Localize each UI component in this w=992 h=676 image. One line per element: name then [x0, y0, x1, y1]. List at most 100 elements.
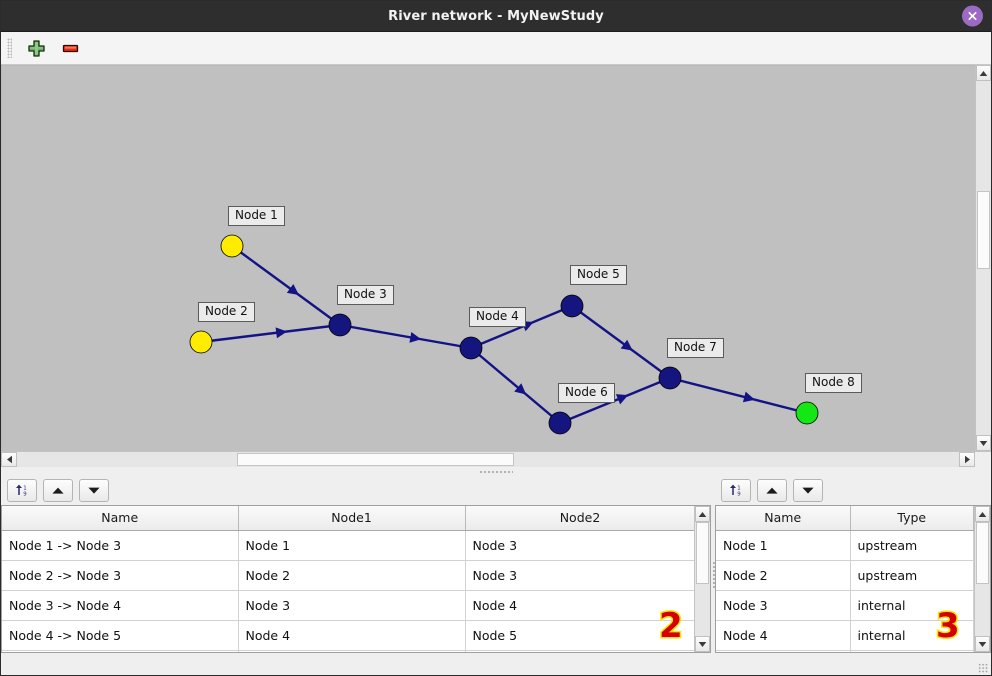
cell-name[interactable]: Node 1	[716, 530, 851, 561]
scroll-up-button[interactable]	[976, 65, 991, 81]
graph-node-n6[interactable]	[548, 411, 572, 435]
links-sort-button[interactable]: 1 9	[7, 478, 37, 502]
nodes-move-down-button[interactable]	[793, 478, 823, 502]
column-header-node2[interactable]: Node2	[465, 506, 694, 531]
column-header-name[interactable]: Name	[716, 506, 851, 531]
graph-hscroll-track[interactable]	[17, 452, 959, 467]
graph-node-n3[interactable]	[328, 313, 352, 337]
cell-node2[interactable]: Node 3	[465, 560, 694, 591]
graph-node-label-n4[interactable]: Node 4	[469, 307, 526, 327]
nodes-scroll-up-button[interactable]	[975, 506, 990, 522]
column-header-name[interactable]: Name	[2, 506, 239, 531]
edge-n7-n8[interactable]	[669, 376, 808, 415]
close-button[interactable]	[962, 5, 983, 27]
graph-node-label-n7[interactable]: Node 7	[667, 338, 724, 358]
nodes-vscroll-thumb[interactable]	[976, 522, 989, 584]
links-scroll-down-button[interactable]	[695, 636, 710, 652]
cell-node2[interactable]: Node 3	[465, 530, 694, 561]
graph-horizontal-scrollbar[interactable]	[1, 451, 991, 467]
horizontal-splitter[interactable]	[1, 467, 991, 475]
cell-type[interactable]: upstream	[850, 560, 974, 591]
scroll-down-button[interactable]	[976, 435, 991, 451]
graph-node-label-n2[interactable]: Node 2	[198, 302, 255, 322]
links-vscroll-track[interactable]	[695, 522, 710, 636]
cell-name[interactable]: Node 4 -> Node 5	[2, 620, 239, 651]
graph-node-n4[interactable]	[459, 336, 483, 360]
cell-node2[interactable]: Node 5	[465, 620, 694, 651]
graph-vscroll-track[interactable]	[976, 81, 991, 435]
table-row[interactable]	[2, 650, 694, 652]
remove-node-button[interactable]	[58, 36, 82, 60]
cell-empty[interactable]	[850, 650, 974, 652]
cell-type[interactable]: upstream	[850, 530, 974, 561]
vertical-splitter[interactable]	[711, 475, 715, 675]
nodes-vscroll-track[interactable]	[975, 522, 990, 636]
graph-node-n5[interactable]	[560, 294, 584, 318]
nodes-sort-button[interactable]: 1 9	[721, 478, 751, 502]
graph-hscroll-thumb[interactable]	[237, 453, 514, 466]
links-move-up-button[interactable]	[43, 478, 73, 502]
column-header-type[interactable]: Type	[850, 506, 974, 531]
cell-name[interactable]: Node 1 -> Node 3	[2, 530, 239, 561]
cell-name[interactable]: Node 3	[716, 590, 851, 621]
graph-node-n8[interactable]	[795, 401, 819, 425]
cell-type[interactable]: internal	[850, 620, 974, 651]
links-table-vertical-scrollbar[interactable]	[694, 506, 710, 652]
graph-vscroll-thumb[interactable]	[977, 191, 990, 269]
graph-node-label-n8[interactable]: Node 8	[805, 373, 862, 393]
graph-node-label-n6[interactable]: Node 6	[558, 383, 615, 403]
graph-node-label-n5[interactable]: Node 5	[570, 265, 627, 285]
scroll-right-button[interactable]	[959, 452, 975, 467]
graph-node-n7[interactable]	[658, 366, 682, 390]
scroll-left-button[interactable]	[1, 452, 17, 467]
nodes-table-vertical-scrollbar[interactable]	[974, 506, 990, 652]
table-row[interactable]	[716, 650, 974, 652]
nodes-move-up-button[interactable]	[757, 478, 787, 502]
edge-n2-n3[interactable]	[200, 323, 341, 344]
cell-empty[interactable]	[2, 650, 239, 652]
edge-n1-n3[interactable]	[231, 245, 341, 326]
graph-vertical-scrollbar[interactable]	[975, 65, 991, 451]
cell-name[interactable]: Node 4	[716, 620, 851, 651]
edge-n6-n7[interactable]	[559, 376, 671, 425]
window-resize-grip[interactable]	[978, 663, 988, 673]
nodes-scroll-down-button[interactable]	[975, 636, 990, 652]
cell-name[interactable]: Node 2	[716, 560, 851, 591]
toolbar-drag-handle[interactable]	[7, 38, 12, 58]
edge-n4-n6[interactable]	[470, 347, 561, 424]
cell-node1[interactable]: Node 4	[238, 620, 466, 651]
graph-node-label-n1[interactable]: Node 1	[228, 206, 285, 226]
edge-n3-n4[interactable]	[339, 323, 472, 350]
graph-node-n1[interactable]	[220, 234, 244, 258]
cell-node1[interactable]: Node 2	[238, 560, 466, 591]
graph-node-n2[interactable]	[189, 330, 213, 354]
cell-node1[interactable]: Node 3	[238, 590, 466, 621]
cell-empty[interactable]	[716, 650, 851, 652]
cell-name[interactable]: Node 2 -> Node 3	[2, 560, 239, 591]
links-move-down-button[interactable]	[79, 478, 109, 502]
cell-node1[interactable]: Node 1	[238, 530, 466, 561]
cell-empty[interactable]	[238, 650, 466, 652]
edge-n5-n7[interactable]	[571, 305, 671, 379]
cell-type[interactable]: internal	[850, 590, 974, 621]
graph-node-label-n3[interactable]: Node 3	[337, 285, 394, 305]
cell-node2[interactable]: Node 4	[465, 590, 694, 621]
column-header-node1[interactable]: Node1	[238, 506, 466, 531]
links-vscroll-thumb[interactable]	[696, 522, 709, 584]
graph-canvas[interactable]: Node 1 Node 2 Node 3 Node 4 Node 5 Node 6 Node…	[1, 65, 975, 451]
cell-empty[interactable]	[465, 650, 694, 652]
links-scroll-up-button[interactable]	[695, 506, 710, 522]
cell-name[interactable]: Node 3 -> Node 4	[2, 590, 239, 621]
